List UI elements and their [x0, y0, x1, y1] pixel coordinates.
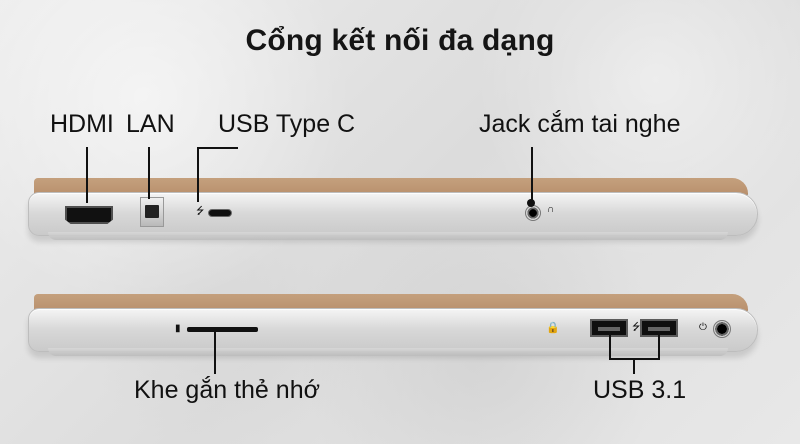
- pointer-hdmi-line: [86, 147, 88, 203]
- card-icon: ▮: [175, 323, 181, 334]
- label-usb-3-1: USB 3.1: [593, 376, 687, 404]
- lock-icon: 🔒: [546, 322, 560, 334]
- usb-icon-right: ⭍: [632, 322, 641, 333]
- pointer-usb-c-vertical: [197, 147, 199, 202]
- label-headphone-jack: Jack cắm tai nghe: [479, 110, 681, 138]
- laptop-foot-bottom: [48, 348, 728, 356]
- hdmi-port: [65, 206, 113, 224]
- page-title: Cổng kết nối đa dạng: [245, 24, 555, 57]
- headphone-jack-top: [525, 205, 541, 221]
- usb-icon: ⭍: [196, 206, 205, 217]
- pointer-usb-right-line: [658, 331, 660, 360]
- pointer-lan-vertical: [148, 147, 150, 199]
- laptop-base-bottom: [28, 308, 758, 352]
- pointer-usb-left-line: [609, 331, 611, 360]
- usb-c-port: [208, 209, 232, 217]
- label-lan: LAN: [126, 110, 175, 138]
- label-usb-c: USB Type C: [218, 110, 356, 138]
- laptop-foot: [48, 232, 728, 240]
- pointer-headphone-line: [531, 147, 533, 200]
- power-icon: ⏻: [699, 322, 707, 333]
- lan-port-opening: [145, 205, 159, 218]
- headphone-jack-bottom: [713, 320, 731, 338]
- laptop-lid-bottom: [34, 294, 748, 312]
- pointer-usb-c-horizontal: [197, 147, 238, 149]
- laptop-left-side: ⭍ ∩: [28, 178, 758, 250]
- laptop-right-side: ▮ 🔒 ⭍ ⏻: [28, 294, 758, 366]
- pointer-headphone-dot: [527, 199, 535, 207]
- usb-a-port-2-tongue: [648, 327, 670, 331]
- laptop-lid: [34, 178, 748, 196]
- headphone-icon: ∩: [547, 204, 555, 215]
- label-card-slot: Khe gắn thẻ nhớ: [134, 376, 320, 404]
- label-hdmi: HDMI: [50, 110, 114, 138]
- laptop-base: [28, 192, 758, 236]
- pointer-card-slot-line: [214, 327, 216, 374]
- pointer-usb-center-line: [633, 358, 635, 374]
- lan-port: [140, 197, 164, 227]
- card-slot: [187, 327, 258, 332]
- usb-a-port-1-tongue: [598, 327, 620, 331]
